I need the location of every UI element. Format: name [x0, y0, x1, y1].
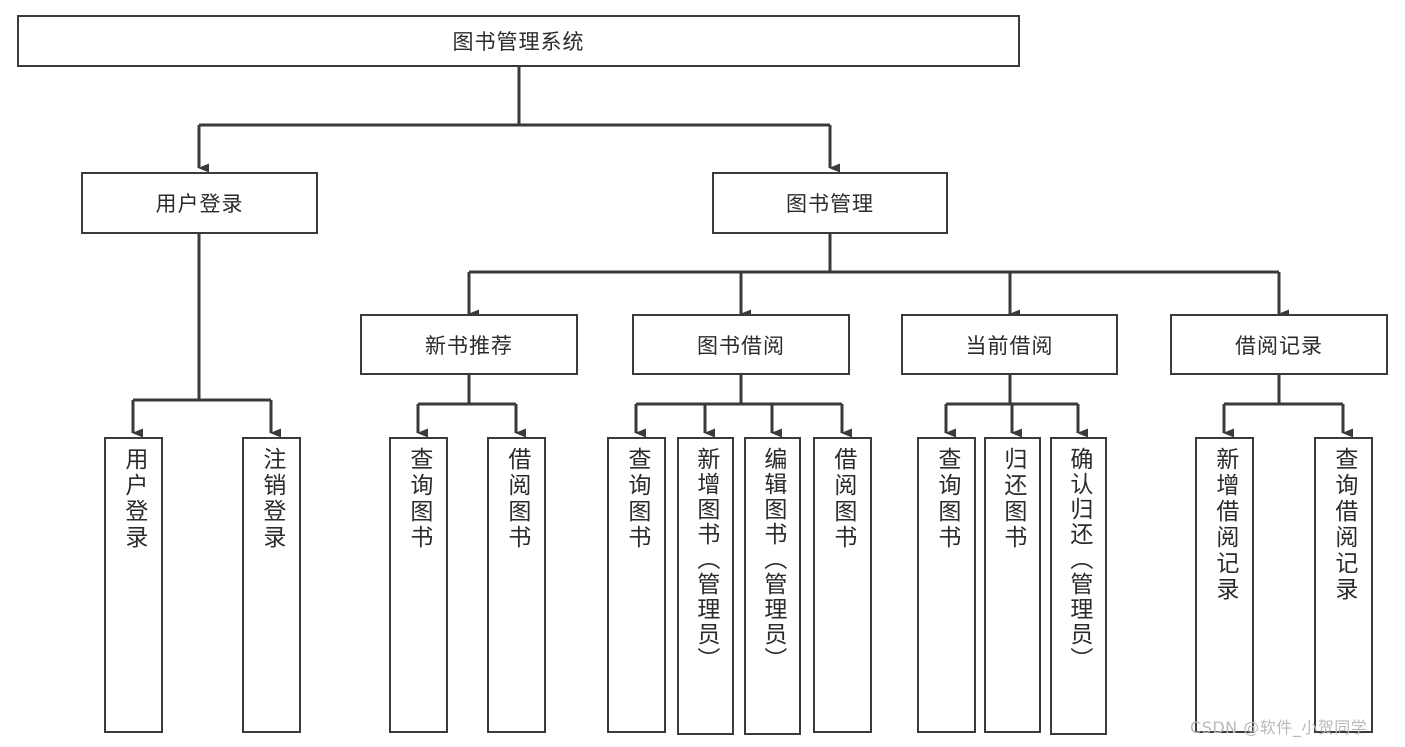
node-leaf-query-book-1[interactable]: 查询图书 [389, 437, 448, 733]
node-label: 归还图书 [999, 447, 1026, 551]
node-leaf-confirm-return-admin[interactable]: 确认归还（管理员） [1050, 437, 1107, 735]
node-label: 新增借阅记录 [1211, 447, 1238, 603]
node-label: 图书管理系统 [452, 30, 585, 54]
node-label: 编辑图书（管理员） [759, 447, 786, 672]
node-label: 查询图书 [405, 447, 432, 551]
node-label: 查询借阅记录 [1330, 447, 1357, 603]
node-leaf-borrow-book-2[interactable]: 借阅图书 [813, 437, 872, 733]
node-root-system[interactable]: 图书管理系统 [17, 15, 1020, 67]
node-label: 新书推荐 [425, 333, 513, 358]
node-leaf-user-login[interactable]: 用户登录 [104, 437, 163, 733]
node-leaf-borrow-book-1[interactable]: 借阅图书 [487, 437, 546, 733]
node-label: 图书管理 [786, 192, 874, 216]
node-label: 借阅记录 [1235, 333, 1323, 358]
node-leaf-query-book-2[interactable]: 查询图书 [607, 437, 666, 733]
node-leaf-logout-login[interactable]: 注销登录 [242, 437, 301, 733]
node-label: 查询图书 [623, 447, 650, 551]
node-leaf-add-borrow-record[interactable]: 新增借阅记录 [1195, 437, 1254, 733]
node-label: 用户登录 [155, 192, 244, 216]
node-book-management[interactable]: 图书管理 [712, 172, 948, 234]
node-label: 图书借阅 [697, 333, 785, 358]
node-leaf-query-borrow-record[interactable]: 查询借阅记录 [1314, 437, 1373, 733]
node-label: 注销登录 [258, 447, 285, 551]
node-label: 借阅图书 [829, 447, 856, 551]
node-label: 新增图书（管理员） [692, 447, 719, 672]
node-leaf-query-book-3[interactable]: 查询图书 [917, 437, 976, 733]
node-label: 查询图书 [933, 447, 960, 551]
node-leaf-return-book[interactable]: 归还图书 [984, 437, 1041, 733]
node-user-login[interactable]: 用户登录 [81, 172, 318, 234]
node-borrow-record[interactable]: 借阅记录 [1170, 314, 1388, 375]
watermark-text: CSDN @软件_小贺同学 [1190, 718, 1368, 737]
node-label: 确认归还（管理员） [1065, 447, 1092, 672]
node-leaf-add-book-admin[interactable]: 新增图书（管理员） [677, 437, 734, 735]
node-leaf-edit-book-admin[interactable]: 编辑图书（管理员） [744, 437, 801, 735]
node-label: 用户登录 [120, 447, 147, 551]
node-label: 借阅图书 [503, 447, 530, 551]
node-new-book-recommend[interactable]: 新书推荐 [360, 314, 578, 375]
node-book-borrow[interactable]: 图书借阅 [632, 314, 850, 375]
node-label: 当前借阅 [965, 333, 1054, 358]
node-current-borrow[interactable]: 当前借阅 [901, 314, 1118, 375]
